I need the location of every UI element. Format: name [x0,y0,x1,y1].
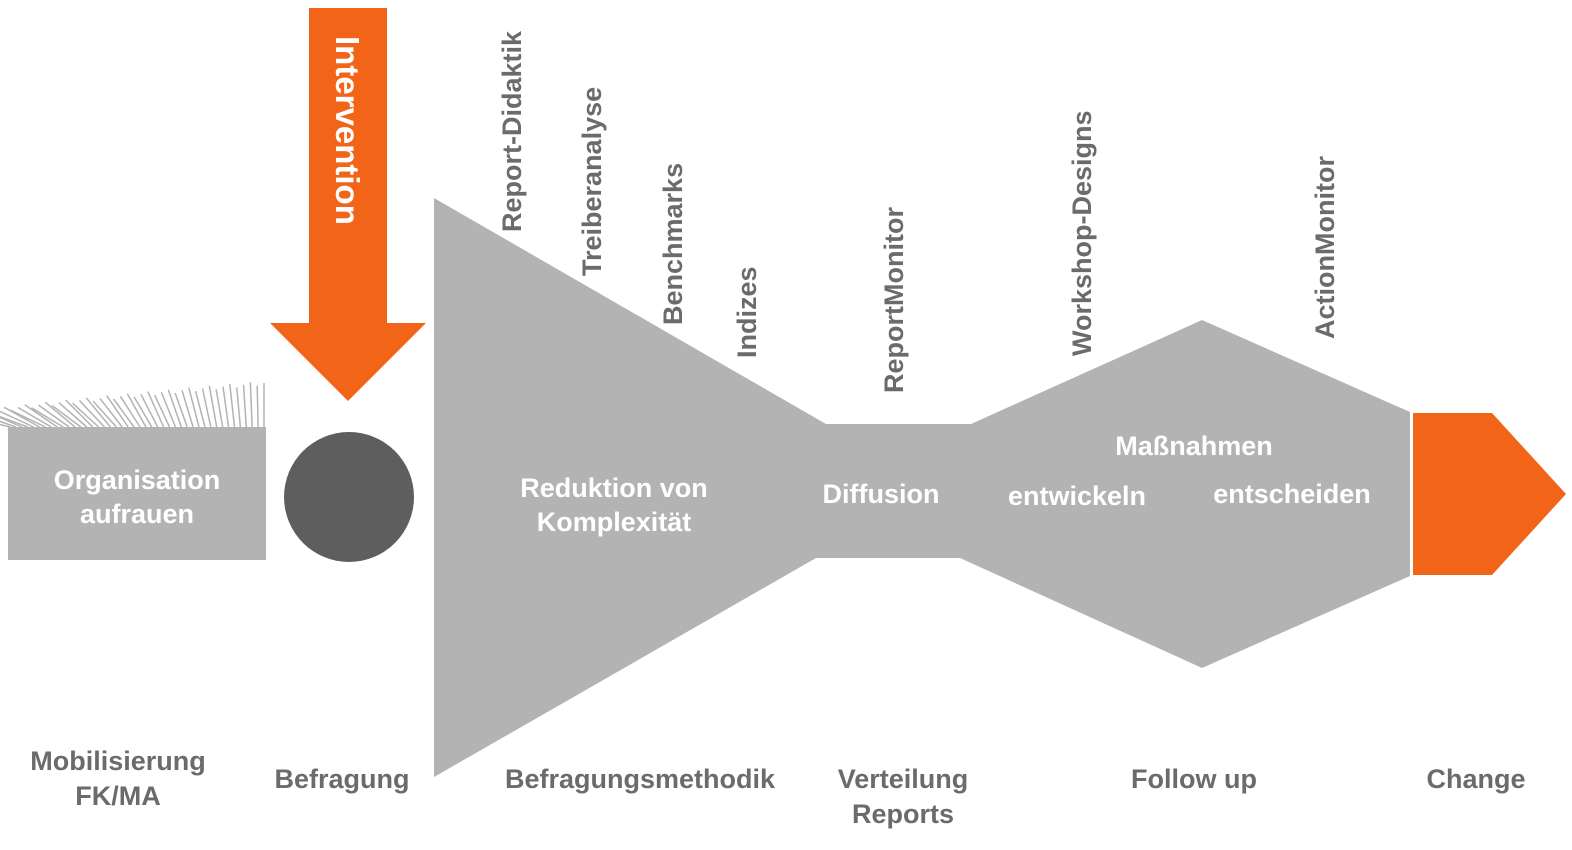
tool-reportmonitor: ReportMonitor [879,207,909,393]
roughness-stroke [0,416,23,428]
roughness-stroke [222,386,230,428]
tool-report-didaktik: Report-Didaktik [497,30,527,232]
roughness-stroke [78,399,106,428]
stage-verteilung-line1: Verteilung [838,764,969,794]
roughness-stroke [194,390,206,428]
roughness-stroke [167,389,183,428]
roughness-stroke [242,384,248,428]
roughness-stroke [188,387,200,428]
organisation-label-line1: Organisation [54,465,221,495]
roughness-stroke [65,399,94,428]
roughness-stroke [119,395,141,428]
change-arrow [1413,413,1566,575]
roughness-stroke [0,420,17,428]
roughness-strokes [0,382,265,428]
roughness-stroke [147,391,165,428]
roughness-stroke [140,393,159,428]
roughness-stroke [126,393,147,428]
roughness-stroke [99,397,123,428]
tool-indizes: Indizes [732,266,762,358]
roughness-stroke [85,397,111,428]
tool-treiberanalyse: Treiberanalyse [577,87,607,276]
stage-verteilung-line2: Reports [852,799,954,829]
roughness-stroke [215,389,224,428]
roughness-stroke [106,395,129,428]
roughness-stroke [44,401,76,428]
roughness-stroke [0,410,34,428]
roughness-stroke [37,404,70,428]
funnel-shape [434,198,1410,777]
funnel-label-line1: Reduktion von [520,473,708,503]
roughness-stroke [51,404,82,428]
roughness-stroke [72,402,100,428]
intervention-arrow [270,8,426,401]
roughness-stroke [201,388,212,428]
diffusion-label: Diffusion [823,479,940,509]
roughness-stroke [24,404,58,428]
tool-benchmarks: Benchmarks [658,163,688,325]
roughness-stroke [10,409,46,428]
roughness-stroke [17,406,52,428]
massnahmen-label: Maßnahmen [1115,431,1273,461]
roughness-stroke [0,423,11,428]
stage-methodik: Befragungsmethodik [505,764,776,794]
stage-mobilisierung-line2: FK/MA [75,781,160,811]
stage-mobilisierung-line1: Mobilisierung [30,746,206,776]
entscheiden-label: entscheiden [1213,479,1371,509]
roughness-stroke [229,383,236,428]
roughness-stroke [133,396,153,428]
roughness-stroke [58,402,88,428]
roughness-stroke [249,382,253,428]
roughness-stroke [112,398,135,428]
roughness-stroke [92,400,117,428]
roughness-stroke [31,407,64,428]
organisation-label-line2: aufrauen [80,499,194,529]
roughness-stroke [3,406,40,428]
funnel-label-line2: Komplexität [537,507,692,537]
roughness-stroke [153,394,171,428]
tool-workshop-designs: Workshop-Designs [1067,110,1097,356]
roughness-stroke [181,390,194,428]
roughness-stroke [235,387,242,428]
roughness-stroke [174,392,188,428]
roughness-stroke [256,385,259,428]
roughness-stroke [0,415,28,428]
survey-circle [284,432,414,562]
stage-followup: Follow up [1131,764,1257,794]
roughness-stroke [160,392,177,428]
tool-actionmonitor: ActionMonitor [1310,156,1340,339]
entwickeln-label: entwickeln [1008,481,1146,511]
stage-befragung: Befragung [275,764,410,794]
organisation-box [8,427,266,560]
stage-change: Change [1426,764,1525,794]
intervention-label: Intervention [329,36,366,225]
roughness-stroke [208,385,218,428]
